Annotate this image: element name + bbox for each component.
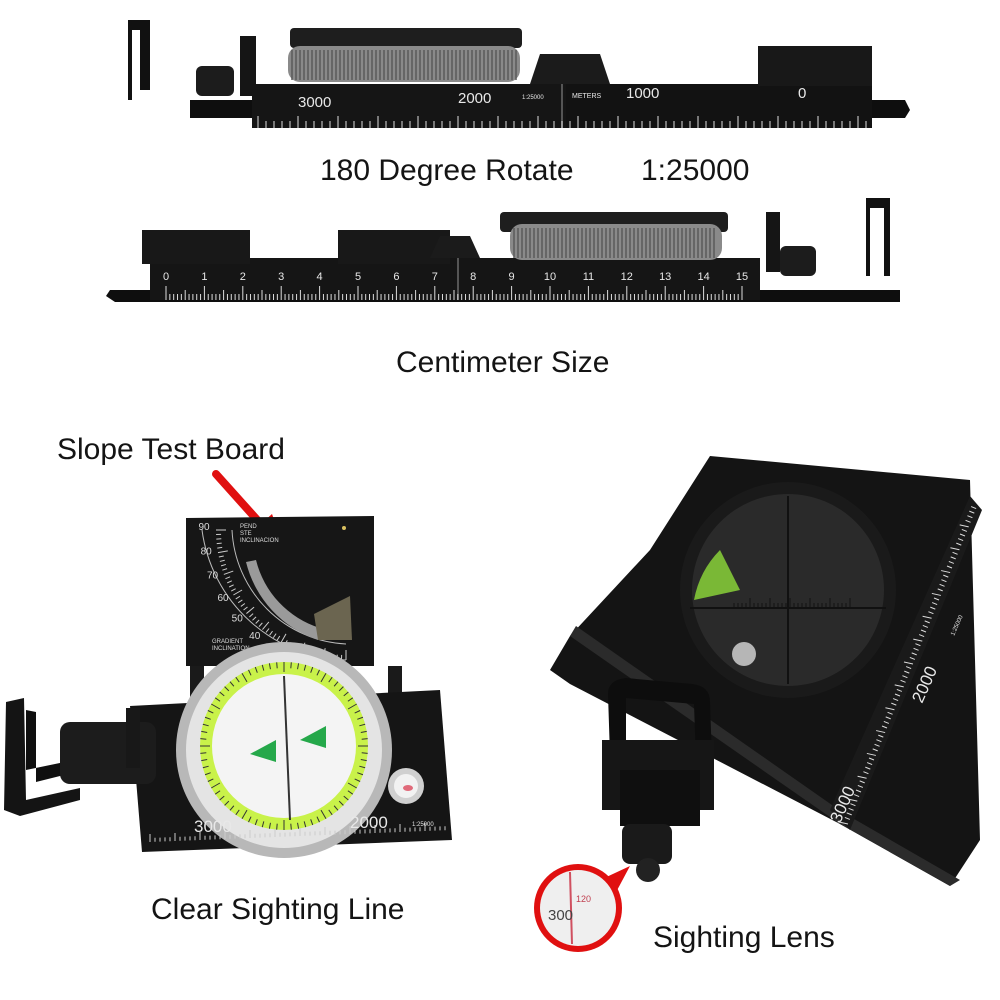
cm-ruler-label: 8 (470, 271, 476, 283)
top-ruler-ticks (257, 116, 867, 128)
cm-ruler-label: 11 (583, 271, 594, 283)
top-ruler-compass: 3000 2000 1:25000 METERS 1000 0 (128, 20, 910, 128)
caption-slope: Slope Test Board (57, 433, 285, 466)
clinometer-degree-label: 50 (232, 613, 244, 624)
cm-ruler-label: 4 (317, 271, 323, 283)
cm-ruler-label: 9 (509, 271, 515, 283)
eyepiece (622, 824, 672, 864)
compass-dial-ticks (200, 662, 368, 830)
clinometer-degree-label: 40 (249, 631, 261, 642)
clinometer-degree-label: 60 (217, 593, 229, 604)
clinometer-footer-1: GRADIENT (212, 639, 243, 645)
cm-ruler-label: 5 (355, 271, 361, 283)
caption-scale: 1:25000 (641, 154, 750, 187)
cm-ruler-label: 1 (201, 271, 207, 283)
cm-ruler-label: 14 (697, 271, 709, 283)
cm-ruler-label: 3 (278, 271, 284, 283)
pendulum-needle (314, 596, 352, 640)
clinometer-header-3: INCLINACION (240, 538, 279, 544)
compass-needle-arrow (250, 740, 276, 762)
cm-focus-knob (780, 246, 816, 276)
cm-ruler-label: 12 (621, 271, 633, 283)
caption-sighting-line: Clear Sighting Line (151, 893, 405, 926)
top-ruler-label-1000: 1000 (626, 85, 659, 102)
dial-knurling (291, 50, 517, 80)
cm-ruler-label: 2 (240, 271, 246, 283)
caption-sighting-lens: Sighting Lens (653, 921, 835, 954)
focus-knob (196, 66, 234, 96)
cm-ruler-label: 6 (393, 271, 399, 283)
cm-ruler-label: 13 (659, 271, 671, 283)
sight-ring (608, 678, 712, 760)
cm-ruler-label: 15 (736, 271, 748, 283)
clinometer-degree-label: 90 (198, 522, 210, 533)
caption-rotate: 180 Degree Rotate (320, 154, 574, 187)
closeup-label-300: 300 (548, 907, 573, 924)
front-ruler-label-3000: 3000 (194, 817, 232, 836)
top-ruler-unit-mark: METERS (572, 93, 602, 100)
clinometer-header-1: PEND (240, 524, 257, 530)
lens-reticle-ticks (733, 598, 851, 608)
cm-ruler-label: 0 (163, 271, 169, 283)
cm-ruler-label: 7 (432, 271, 438, 283)
front-ruler-ticks (149, 823, 446, 842)
clinometer-compass: PEND STE INCLINACION GRADIENT INCLINATIO… (4, 470, 452, 858)
top-ruler-scale-mark: 1:25000 (522, 95, 544, 101)
front-ruler-label-2000: 2000 (350, 813, 388, 832)
cm-ruler-label: 10 (544, 271, 556, 283)
clinometer-header-2: STE (240, 531, 252, 537)
cm-dial-knurling (513, 228, 715, 258)
closeup-label-120: 120 (576, 894, 591, 904)
front-ruler-scale-mark: 1:25000 (412, 822, 434, 828)
caption-centimeter: Centimeter Size (396, 346, 610, 379)
clinometer-footer-2: INCLINATION (212, 646, 250, 652)
side-ruler-ticks (838, 506, 977, 825)
top-ruler-label-3000: 3000 (298, 94, 331, 111)
cm-ruler-ticks (165, 286, 743, 300)
clinometer-degree-label: 70 (207, 571, 219, 582)
top-ruler-label-0: 0 (798, 85, 806, 102)
clinometer-degree-label: 80 (201, 547, 213, 558)
top-ruler-label-2000: 2000 (458, 90, 491, 107)
lensatic-compass: 3000 2000 1:25000 120 300 (534, 456, 982, 952)
